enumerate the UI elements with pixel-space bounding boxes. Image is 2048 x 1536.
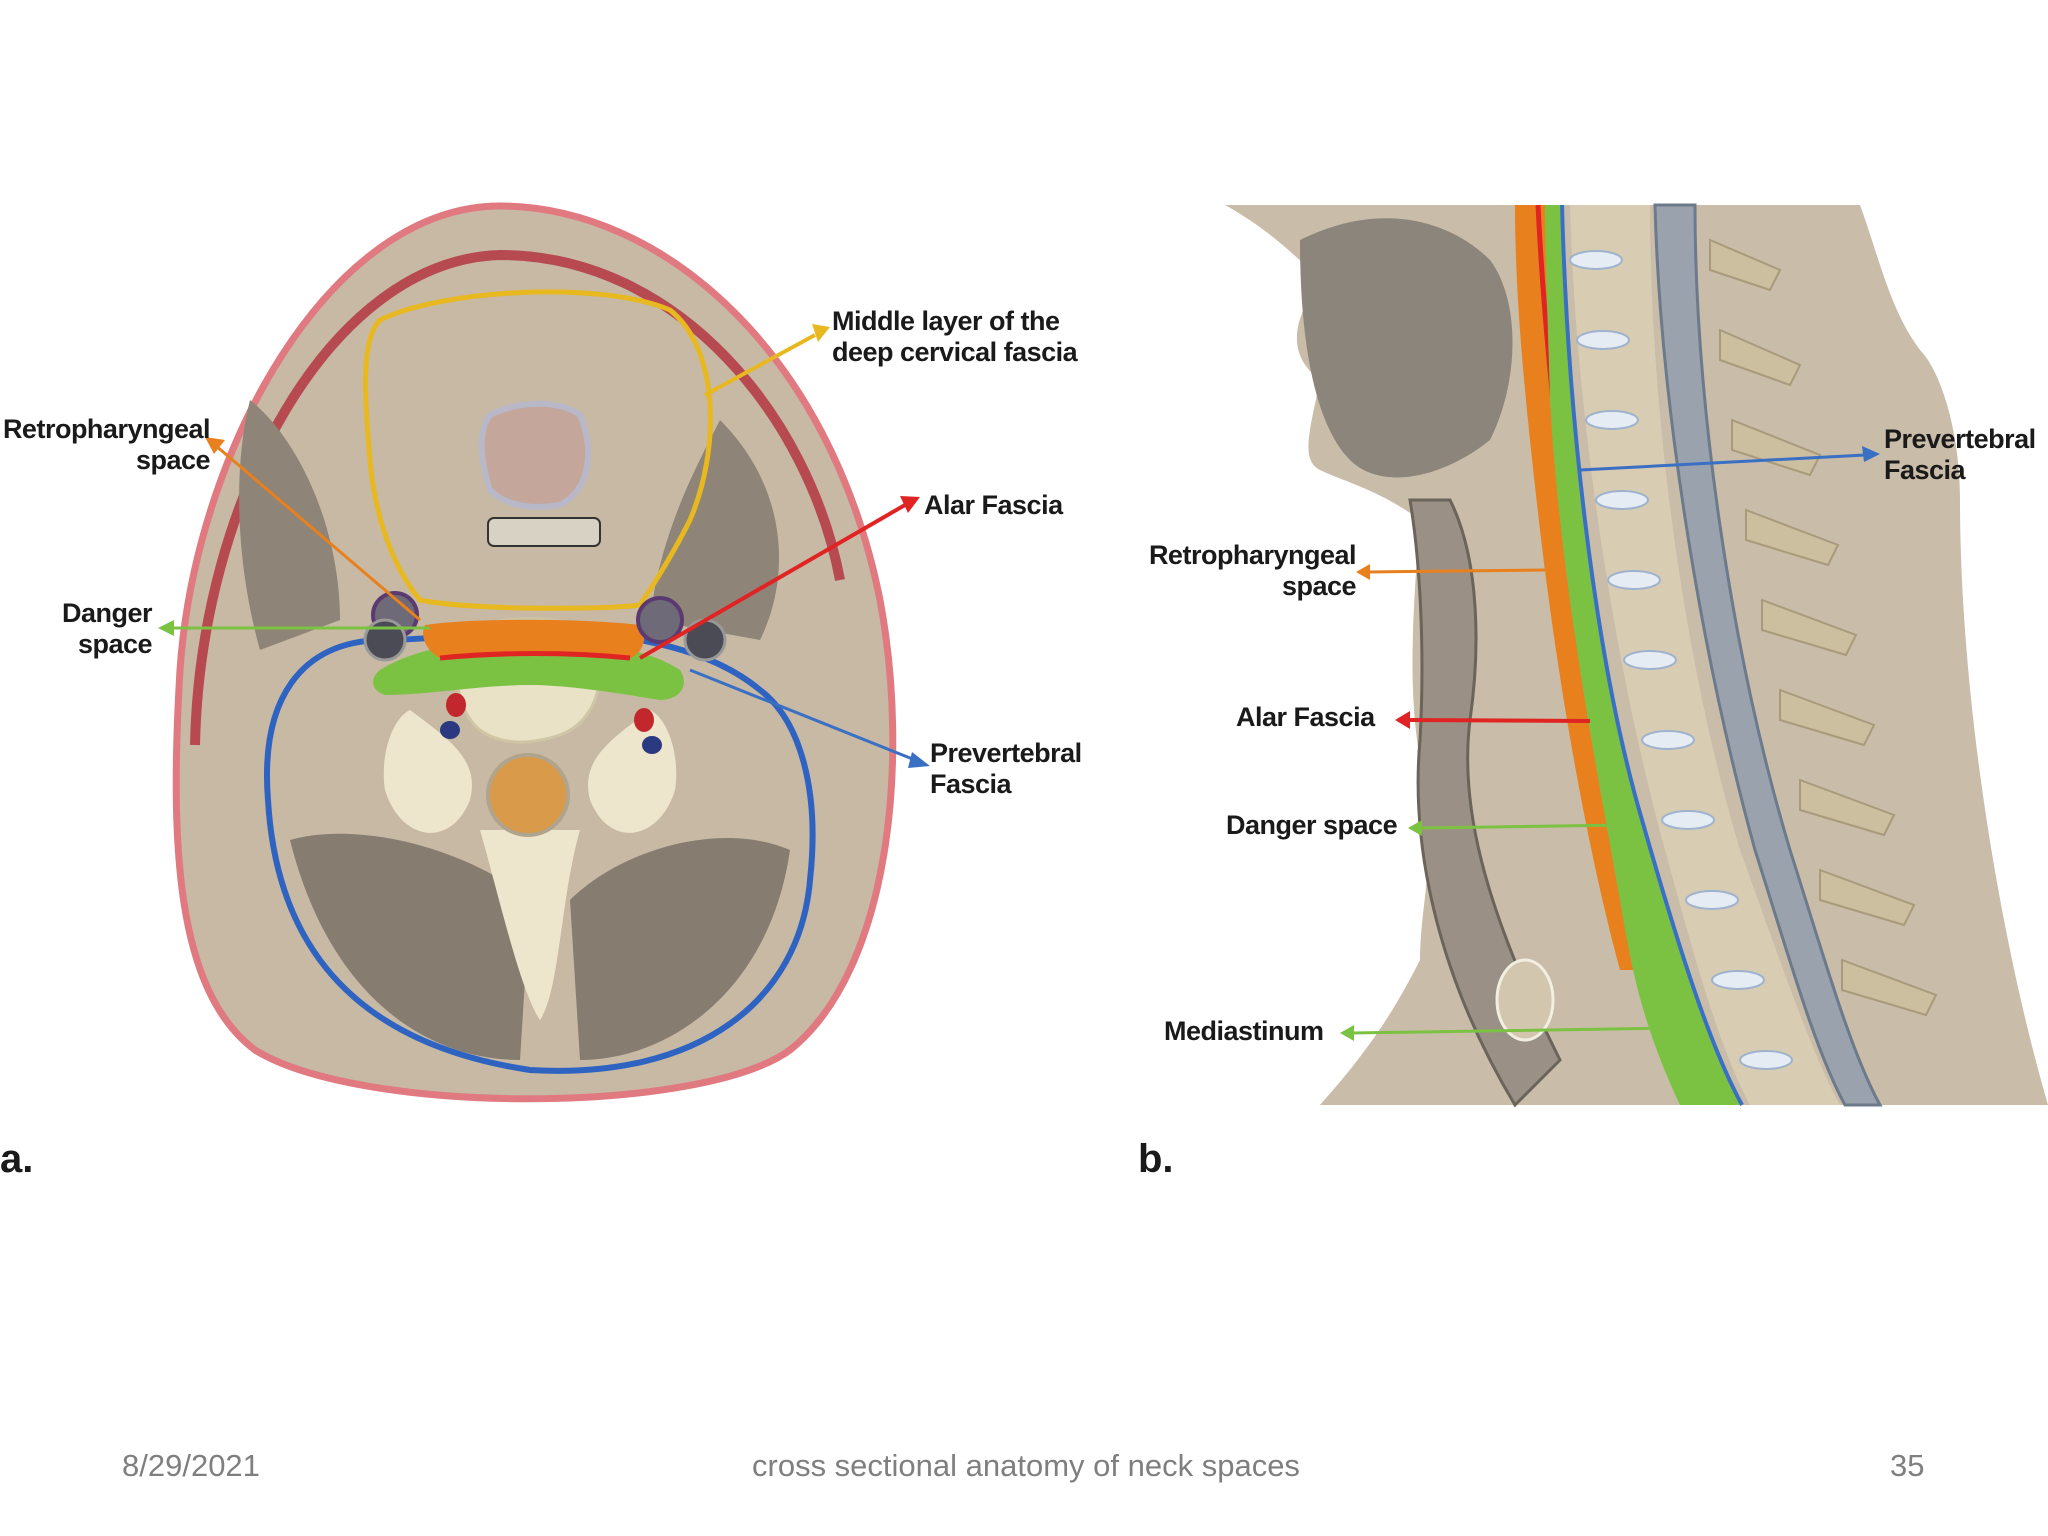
label-mediastinum-b: Mediastinum	[1164, 1016, 1324, 1046]
retropharyngeal-arrow-a	[214, 443, 421, 622]
right-carotid-sheath	[636, 596, 684, 644]
thyroid-cartilage	[1495, 958, 1555, 1042]
right-jugular	[683, 618, 727, 662]
panel-a-tag: a.	[0, 1137, 34, 1181]
spinal-cord-b	[1653, 203, 1883, 1107]
middle-layer-arrow	[704, 333, 816, 397]
retropharyngeal-space-fill	[423, 619, 645, 658]
retropharyngeal-arrowhead-a	[205, 437, 225, 454]
left-lateral-muscle	[239, 400, 340, 650]
panel-b-tag: b.	[1138, 1137, 1174, 1181]
danger-arrowhead-a	[158, 620, 174, 636]
footer-page-number: 35	[1890, 1448, 1925, 1483]
middle-layer-fascia	[363, 289, 713, 611]
prevertebral-arrow-b	[1579, 453, 1866, 472]
prevertebral-fascia-line-b	[1560, 204, 1744, 1106]
vertebral-column	[1570, 205, 1840, 1105]
alar-arrowhead-a	[900, 496, 920, 513]
mediastinum-arrowhead-b	[1340, 1025, 1354, 1041]
alar-fascia-line	[439, 651, 631, 661]
footer-title: cross sectional anatomy of neck spaces	[752, 1448, 1300, 1483]
right-lower-muscle	[570, 838, 790, 1060]
pharynx	[478, 400, 592, 510]
danger-arrowhead-b	[1408, 820, 1422, 836]
footer-date: 8/29/2021	[122, 1448, 260, 1483]
alar-arrowhead-b	[1395, 711, 1410, 729]
danger-arrow-b	[1419, 823, 1626, 830]
left-jugular	[363, 618, 407, 662]
axial-section-diagram	[158, 202, 930, 1103]
right-vertebral-artery	[634, 708, 654, 732]
label-danger-space-b: Danger space	[1226, 810, 1398, 840]
middle-layer-arrowhead	[812, 324, 830, 342]
alar-arrow-b	[1407, 718, 1591, 723]
danger-space-fill-b	[1545, 205, 1740, 1105]
left-vertebral-artery	[446, 693, 466, 717]
spinal-cord	[486, 753, 570, 837]
intervertebral-discs	[1569, 250, 1793, 1070]
label-retropharyngeal-space-b: Retropharyngeal space	[1148, 540, 1357, 601]
label-alar-fascia-b: Alar Fascia	[1236, 702, 1375, 732]
left-lower-muscle	[290, 833, 530, 1060]
figure: Middle layer of the deep cervical fascia…	[0, 200, 2048, 1200]
prevertebral-arrow-a	[689, 668, 916, 762]
retropharyngeal-arrowhead-b	[1356, 564, 1370, 580]
airway	[1408, 498, 1562, 1108]
alar-arrow-a	[638, 503, 907, 660]
label-prevertebral-fascia-a: Prevertebral Fascia	[930, 738, 1082, 799]
tongue-mass	[1300, 218, 1513, 478]
vertebral-arch	[383, 710, 677, 1020]
retropharyngeal-arrow-b	[1367, 568, 1546, 574]
label-middle-layer-fascia: Middle layer of the deep cervical fascia	[832, 306, 1078, 367]
right-lateral-muscle	[650, 420, 780, 640]
right-vertebral-vein	[642, 736, 662, 754]
label-retropharyngeal-space-a: Retropharyngeal space	[2, 414, 211, 475]
prevertebral-arrowhead-b	[1862, 446, 1880, 462]
label-alar-fascia-a: Alar Fascia	[924, 490, 1063, 520]
label-danger-space-a: Danger space	[61, 598, 153, 659]
sagittal-section-diagram	[1225, 203, 2048, 1108]
left-vertebral-vein	[440, 721, 460, 739]
platysma-band	[190, 249, 845, 746]
spinous-processes	[1709, 238, 1938, 1017]
prevertebral-arrowhead-a	[908, 752, 930, 768]
label-prevertebral-fascia-b: Prevertebral Fascia	[1884, 424, 2036, 485]
mediastinum-arrow-b	[1351, 1026, 1681, 1035]
pharyngeal-mucosa	[487, 517, 601, 547]
